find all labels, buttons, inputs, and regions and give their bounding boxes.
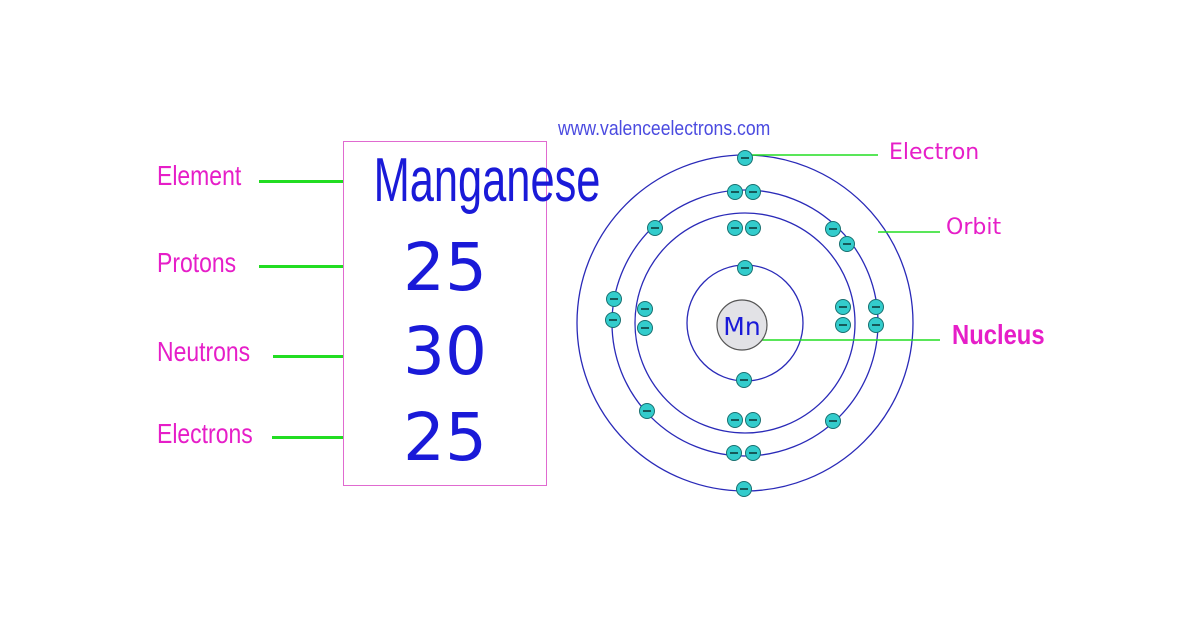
electron-shell3-11: −	[606, 291, 622, 307]
electron-shell2-8: −	[637, 320, 653, 336]
connector-lines	[742, 154, 940, 341]
nucleus-symbol: Mn	[723, 312, 760, 341]
electron-shell3-5: −	[868, 299, 884, 315]
element-info-box	[343, 141, 547, 486]
electrons-group: −−−−−−−−−−−−−−−−−−−−−−−−−	[605, 150, 884, 497]
electron-shell3-12: −	[605, 312, 621, 328]
nucleus	[716, 299, 768, 351]
nucleus-label: Nucleus	[952, 319, 1045, 350]
website-url[interactable]: www.valenceelectrons.com	[558, 118, 771, 140]
electron-shell1-2: −	[736, 372, 752, 388]
electron-shell2-6: −	[745, 412, 761, 428]
electron-shell1-1: −	[737, 260, 753, 276]
electron-shell2-5: −	[727, 412, 743, 428]
electron-shell3-1: −	[727, 184, 743, 200]
electron-shell3-8: −	[726, 445, 742, 461]
label-neutrons: Neutrons	[157, 336, 251, 367]
electron-shell3-2: −	[745, 184, 761, 200]
label-element: Element	[157, 160, 242, 191]
orbit-label: Orbit	[946, 215, 1002, 240]
electron-shell2-7: −	[637, 301, 653, 317]
protons-connector-line	[259, 265, 343, 268]
element-connector-line	[259, 180, 343, 183]
electron-shell4-1: −	[737, 150, 753, 166]
electron-shell2-4: −	[835, 317, 851, 333]
electron-shell2-3: −	[835, 299, 851, 315]
electron-shell3-9: −	[745, 445, 761, 461]
electron-shell3-6: −	[868, 317, 884, 333]
orbit-shell-2	[634, 212, 856, 434]
electron-shell3-4: −	[839, 236, 855, 252]
label-electrons: Electrons	[157, 418, 253, 449]
electrons-value: 25	[403, 399, 487, 476]
label-protons: Protons	[157, 247, 237, 278]
neutrons-value: 30	[403, 313, 487, 390]
electron-shell3-3: −	[825, 221, 841, 237]
electron-shell3-13: −	[647, 220, 663, 236]
electron-shell3-7: −	[825, 413, 841, 429]
electron-shell2-1: −	[727, 220, 743, 236]
protons-value: 25	[403, 229, 487, 306]
neutrons-connector-line	[273, 355, 343, 358]
electron-label: Electron	[889, 140, 980, 165]
electron-shell4-2: −	[736, 481, 752, 497]
electrons-connector-line	[272, 436, 343, 439]
electron-shell3-10: −	[639, 403, 655, 419]
electron-shell2-2: −	[745, 220, 761, 236]
